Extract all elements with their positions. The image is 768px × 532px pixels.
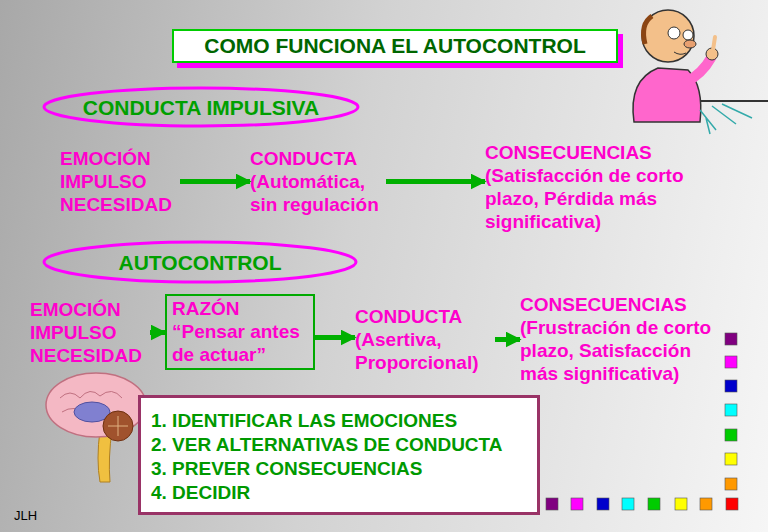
trigger-text: EMOCIÓN IMPULSO NECESIDAD [30,298,150,367]
man-glasses [668,27,680,39]
man-nose [684,40,696,48]
diagram-title: COMO FUNCIONA EL AUTOCONTROL [204,34,586,58]
color-square [622,498,634,510]
color-square [725,333,737,345]
node-text: 2. VER ALTERNATIVAS DE CONDUCTA [151,433,527,457]
node-heading: CONSECUENCIAS [485,141,707,164]
color-square [725,380,737,392]
reason-box: RAZÓN“Pensar antes de actuar” [165,294,315,370]
node-text: (Automática, sin regulación [250,170,386,216]
color-square [597,498,609,510]
color-square [546,498,558,510]
cartoon-man [633,10,768,134]
color-square [725,453,737,465]
title-box: COMO FUNCIONA EL AUTOCONTROL [172,29,618,63]
man-hair [644,16,652,44]
node-heading: RAZÓN [172,297,308,320]
node-heading: 1. IDENTIFICAR LAS EMOCIONES [151,409,527,433]
flow-arrow [150,330,165,335]
color-square [725,478,737,490]
node-heading: EMOCIÓN IMPULSO NECESIDAD [30,298,150,367]
node-heading: CONSECUENCIAS [520,293,726,316]
section-ellipse: AUTOCONTROL [42,240,358,284]
ellipse-shape [44,88,358,126]
trigger-text: EMOCIÓN IMPULSO NECESIDAD [60,147,180,216]
color-square [725,429,737,441]
brain-illustration [46,373,146,482]
consequence-text: CONSECUENCIAS(Satisfacción de corto plaz… [485,141,707,233]
node-heading: EMOCIÓN IMPULSO NECESIDAD [60,147,180,216]
man-arm [686,58,711,82]
section-ellipse: CONDUCTA IMPULSIVA [42,86,360,128]
node-heading: CONDUCTA IMPULSIVA [83,96,319,119]
behavior-text: CONDUCTA(Asertiva, Proporcional) [355,305,495,374]
color-square [725,404,737,416]
flow-arrow [386,179,485,184]
color-square [648,498,660,510]
node-text: “Pensar antes de actuar” [172,320,308,366]
node-text: 3. PREVER CONSECUENCIAS [151,457,527,481]
man-glasses [683,30,693,40]
node-text: (Frustración de corto plazo, Satisfacció… [520,316,726,385]
author-initials: JLH [14,508,37,523]
behavior-text: CONDUCTA(Automática, sin regulación [250,147,386,216]
color-square [725,356,737,368]
man-finger [713,37,715,50]
man-mouth [674,52,686,54]
flow-arrow [180,179,250,184]
flow-arrow [315,335,355,340]
flow-arrow [495,337,520,342]
brain-cerebellum [103,411,133,441]
color-square [726,498,738,510]
color-square [571,498,583,510]
node-heading: CONDUCTA [355,305,495,328]
color-square [700,498,712,510]
node-heading: CONDUCTA [250,147,386,170]
color-square [675,498,687,510]
node-text: (Asertiva, Proporcional) [355,328,495,374]
steps-box: 1. IDENTIFICAR LAS EMOCIONES2. VER ALTER… [138,395,540,515]
node-text: (Satisfacción de corto plazo, Pérdida má… [485,164,707,233]
man-head [642,10,694,62]
ellipse-shape [44,242,356,282]
node-heading: AUTOCONTROL [119,251,282,274]
node-text: 4. DECIDIR [151,481,527,505]
consequence-text: CONSECUENCIAS(Frustración de corto plazo… [520,293,726,385]
brain-cerebellum-lines [108,416,128,436]
motion-lines [700,104,752,134]
